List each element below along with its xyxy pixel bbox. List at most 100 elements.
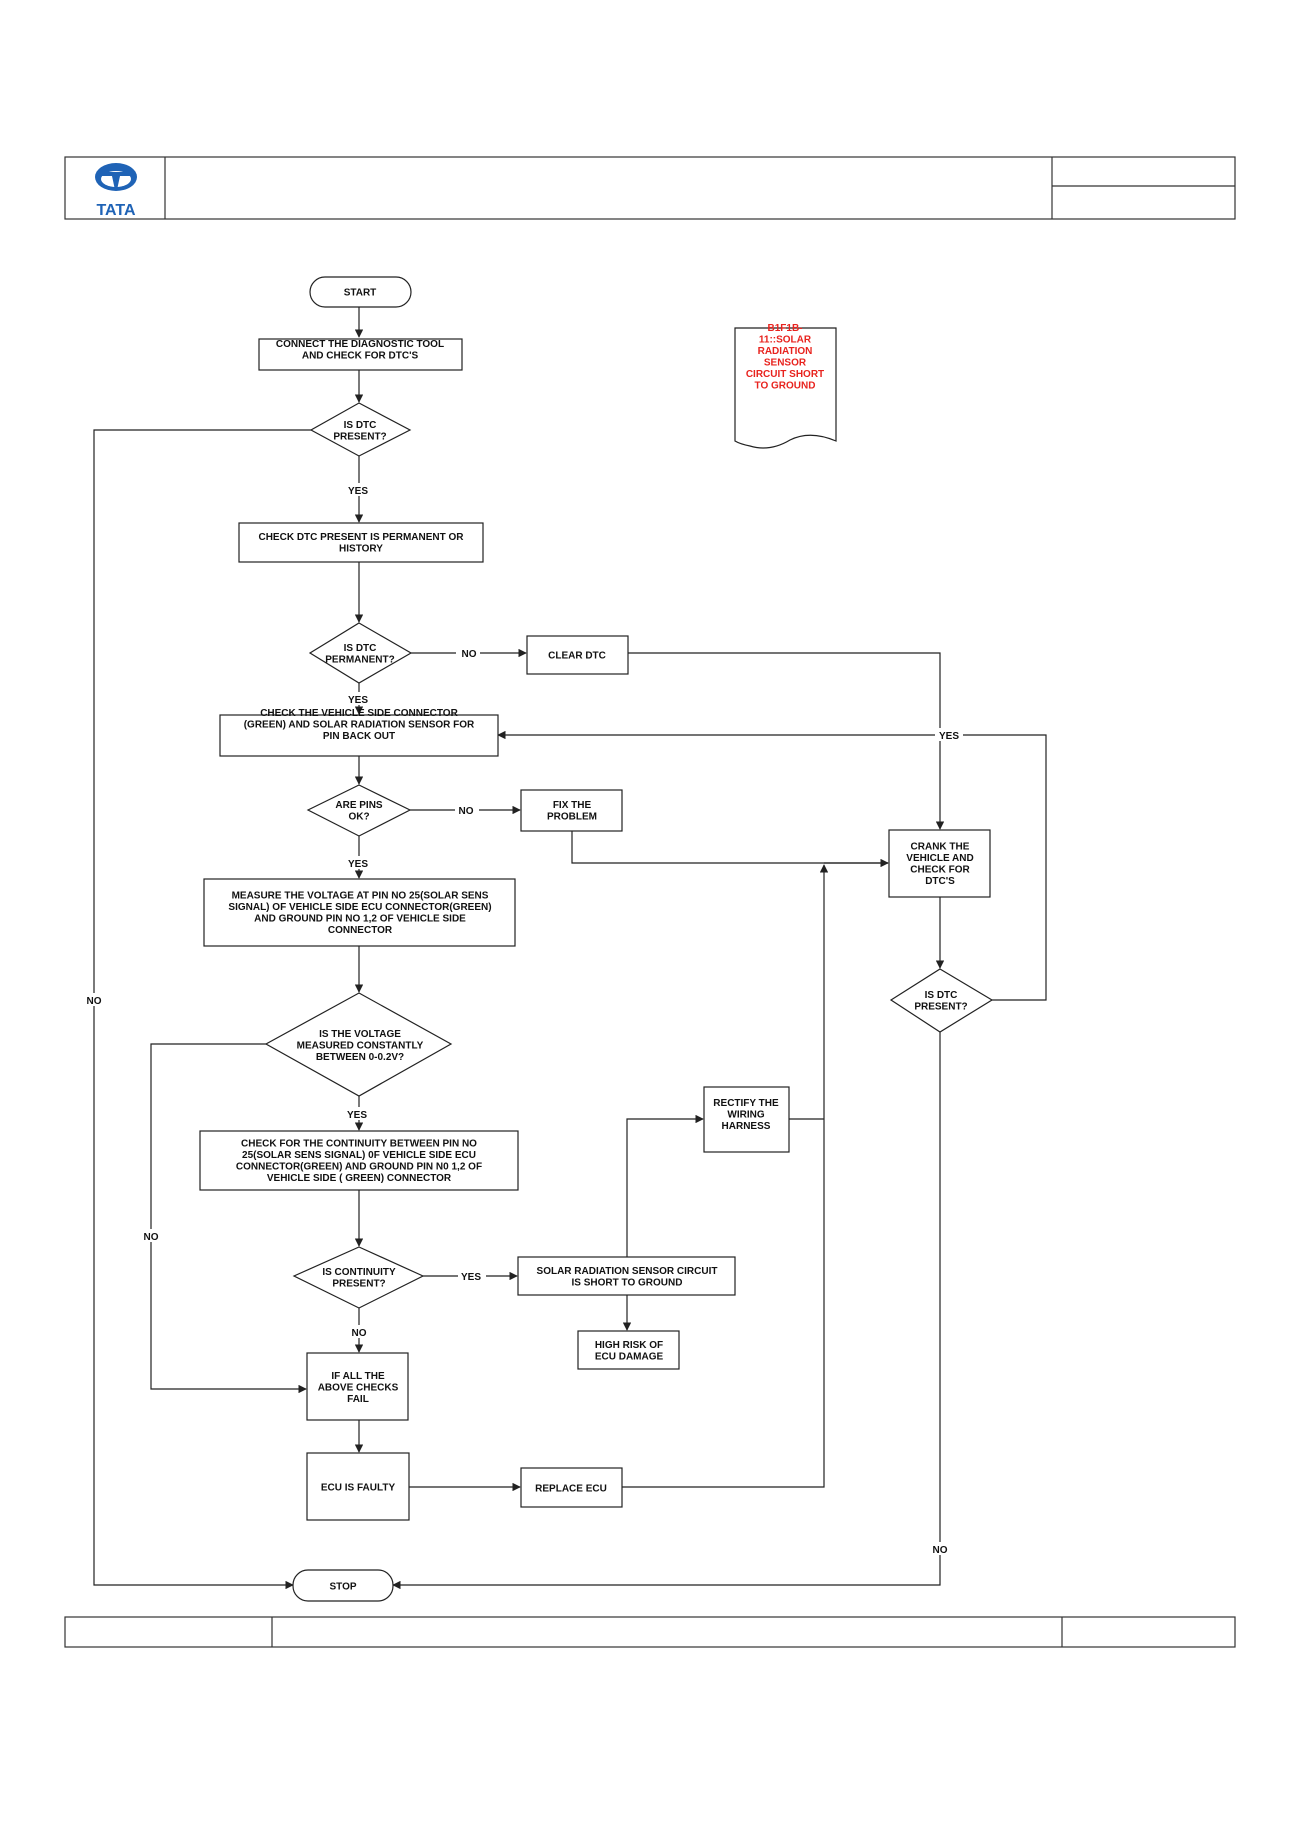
label-yes-dtc1: YES: [348, 486, 368, 497]
label-no-continuity: NO: [352, 1328, 367, 1339]
node-start: START: [309, 276, 412, 308]
node-text-line: ARE PINS: [335, 800, 383, 811]
label-yes-pins: YES: [348, 859, 368, 870]
node-text-line: MEASURE THE VOLTAGE AT PIN NO 25(SOLAR S…: [232, 890, 489, 901]
node-text-line: PROBLEM: [547, 811, 597, 822]
node-text-line: VEHICLE AND: [906, 853, 973, 864]
header: TATA: [64, 156, 1236, 220]
node-text-line: RADIATION: [758, 346, 813, 357]
node-clear-dtc: CLEAR DTC: [526, 635, 629, 675]
node-text-line: IS SHORT TO GROUND: [572, 1277, 683, 1288]
node-text-line: CHECK FOR THE CONTINUITY BETWEEN PIN NO: [241, 1138, 477, 1149]
node-text-line: DTC'S: [925, 876, 955, 887]
node-text-line: CHECK FOR: [910, 864, 970, 875]
node-text-line: ECU IS FAULTY: [321, 1483, 396, 1494]
tata-logo-icon: TATA: [95, 163, 137, 219]
label-no-dtc2: NO: [933, 1545, 948, 1556]
node-text-line: B1F1B-: [767, 323, 802, 334]
node-text-line: IS CONTINUITY: [322, 1267, 396, 1278]
svg-text:CHECK FOR THE CONTINUITY BETWE: CHECK FOR THE CONTINUITY BETWEEN PIN NO2…: [236, 1138, 482, 1184]
node-text-line: WIRING: [727, 1110, 764, 1121]
node-ecu-faulty: ECU IS FAULTY: [306, 1452, 410, 1521]
node-text-line: AND GROUND PIN NO 1,2 OF VEHICLE SIDE: [254, 913, 466, 924]
svg-text:CLEAR DTC: CLEAR DTC: [548, 651, 606, 662]
node-text-line: FAIL: [347, 1394, 369, 1405]
logo-text: TATA: [96, 202, 136, 219]
node-text-line: ECU DAMAGE: [595, 1351, 664, 1362]
node-text-line: SOLAR RADIATION SENSOR CIRCUIT: [537, 1266, 718, 1277]
node-text-line: IS DTC: [925, 990, 958, 1001]
node-text-line: CHECK THE VEHICLE SIDE CONNECTOR: [260, 708, 458, 719]
node-text-line: BETWEEN 0-0.2V?: [316, 1052, 404, 1063]
node-text-line: (GREEN) AND SOLAR RADIATION SENSOR FOR: [244, 720, 475, 731]
node-text-line: IF ALL THE: [331, 1371, 385, 1382]
svg-text:STOP: STOP: [329, 1582, 356, 1593]
node-text-line: PERMANENT?: [325, 654, 394, 665]
node-text-line: IS DTC: [344, 420, 377, 431]
node-check-connector: CHECK THE VEHICLE SIDE CONNECTOR(GREEN) …: [219, 708, 499, 757]
node-text-line: OK?: [348, 811, 369, 822]
svg-text:REPLACE ECU: REPLACE ECU: [535, 1484, 607, 1495]
node-text-line: PRESENT?: [333, 431, 386, 442]
label-no-permanent: NO: [462, 649, 477, 660]
node-text-line: STOP: [329, 1582, 356, 1593]
node-text-line: PRESENT?: [914, 1001, 967, 1012]
node-text-line: 11::SOLAR: [759, 334, 812, 345]
node-text-line: CONNECTOR(GREEN) AND GROUND PIN N0 1,2 O…: [236, 1161, 482, 1172]
node-text-line: CHECK DTC PRESENT IS PERMANENT OR: [258, 532, 464, 543]
svg-text:CHECK THE VEHICLE SIDE CONNEC: CHECK THE VEHICLE SIDE CONNECTOR(GREEN) …: [244, 708, 475, 742]
svg-text:START: START: [344, 288, 377, 299]
node-stop: STOP: [292, 1569, 394, 1602]
node-text-line: MEASURED CONSTANTLY: [297, 1041, 424, 1052]
node-text-line: HARNESS: [722, 1121, 771, 1132]
node-text-line: START: [344, 288, 377, 299]
node-text-line: SIGNAL) OF VEHICLE SIDE ECU CONNECTOR(GR…: [228, 902, 491, 913]
svg-text:MEASURE THE VOLTAGE AT PIN NO: MEASURE THE VOLTAGE AT PIN NO 25(SOLAR S…: [228, 890, 491, 936]
node-text-line: CONNECTOR: [328, 925, 393, 936]
node-text-line: HISTORY: [339, 543, 383, 554]
node-text-line: CONNECT THE DIAGNOSTIC TOOL: [276, 339, 444, 350]
node-text-line: IS DTC: [344, 643, 377, 654]
node-text-line: TO GROUND: [755, 380, 816, 391]
node-text-line: CRANK THE: [911, 841, 970, 852]
edge-labels: YES NO NO YES NO YES YES NO YES NO YES N…: [80, 483, 963, 1556]
label-no-pins: NO: [459, 806, 474, 817]
node-text-line: SENSOR: [764, 357, 807, 368]
node-text-line: VEHICLE SIDE ( GREEN) CONNECTOR: [267, 1173, 452, 1184]
node-text-line: PIN BACK OUT: [323, 731, 395, 742]
node-text-line: CLEAR DTC: [548, 651, 606, 662]
label-yes-dtc2: YES: [939, 731, 959, 742]
node-text-line: PRESENT?: [332, 1278, 385, 1289]
label-yes-voltage: YES: [347, 1110, 367, 1121]
label-no-dtc1: NO: [87, 996, 102, 1007]
node-replace-ecu: REPLACE ECU: [520, 1467, 623, 1508]
footer: [64, 1616, 1236, 1648]
node-measure-voltage: MEASURE THE VOLTAGE AT PIN NO 25(SOLAR S…: [203, 878, 516, 947]
node-text-line: HIGH RISK OF: [595, 1340, 663, 1351]
svg-text:ECU IS FAULTY: ECU IS FAULTY: [321, 1483, 396, 1494]
node-text-line: AND CHECK FOR DTC'S: [302, 350, 419, 361]
label-yes-continuity: YES: [461, 1272, 481, 1283]
label-yes-permanent: YES: [348, 695, 368, 706]
